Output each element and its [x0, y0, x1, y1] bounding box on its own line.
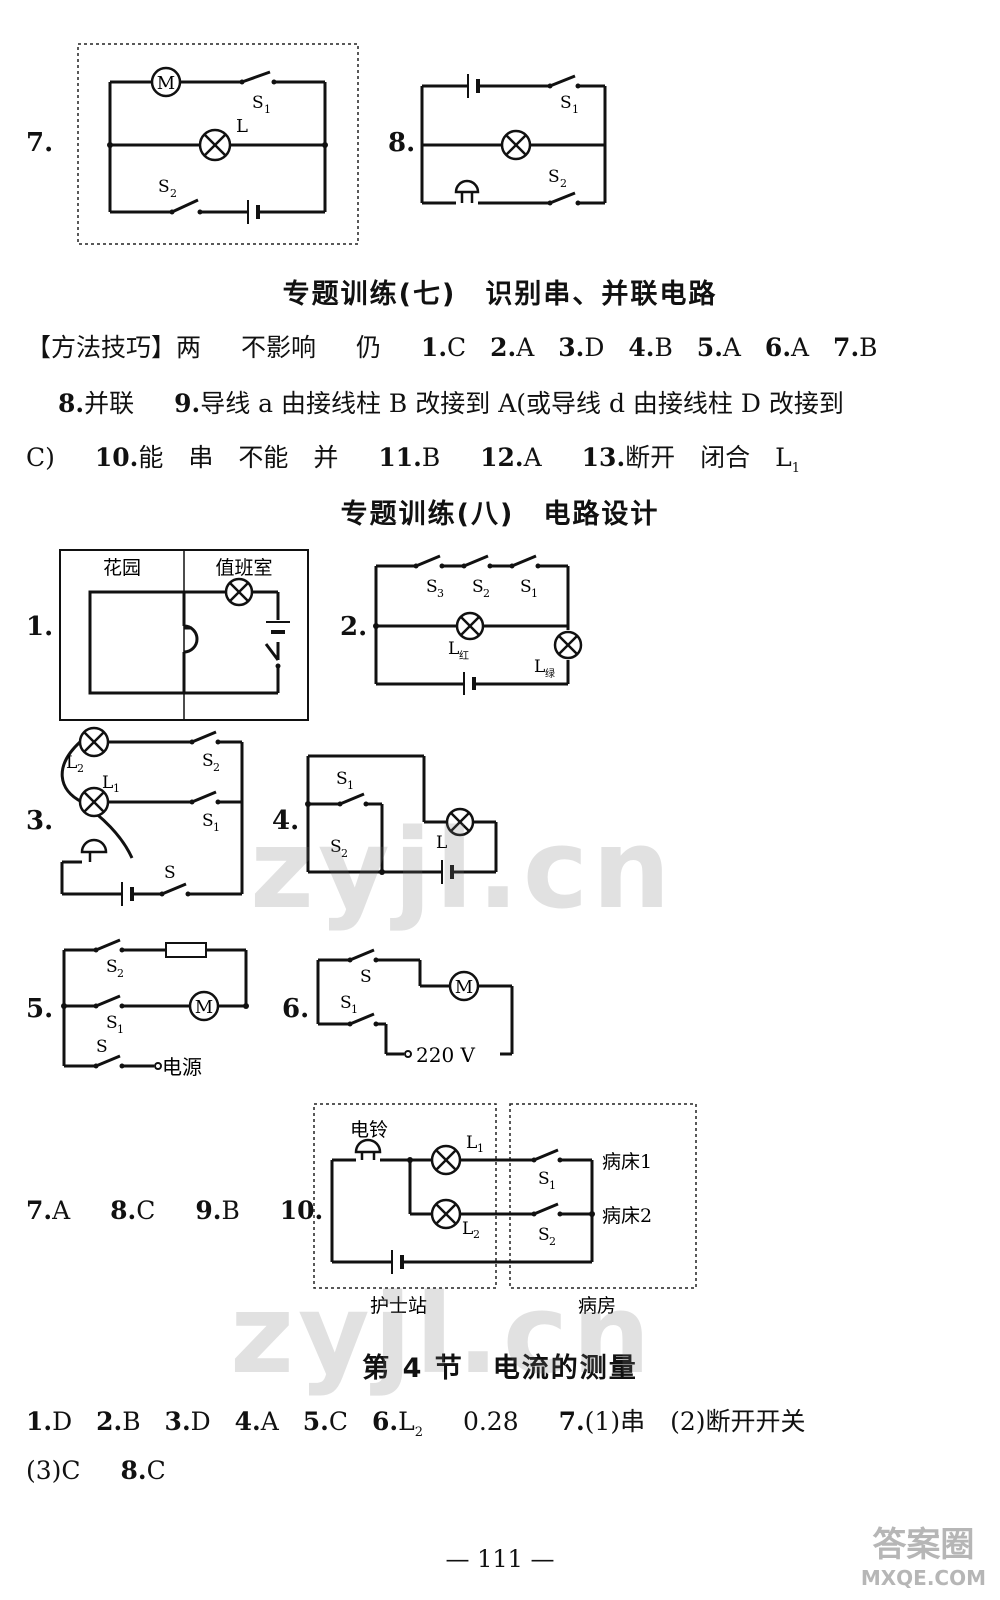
- svg-text:S: S: [202, 811, 214, 831]
- svg-text:S: S: [472, 577, 484, 597]
- svg-text:S: S: [336, 769, 348, 789]
- svg-text:S: S: [560, 93, 572, 113]
- svg-text:2: 2: [170, 187, 177, 200]
- svg-text:2: 2: [560, 177, 567, 190]
- svg-text:S: S: [252, 93, 264, 113]
- svg-text:2: 2: [473, 1228, 480, 1241]
- answer-line-s4-1: 1.D 2.B 3.D 4.A 5.C 6.L2 0.28 7.(1)串 (2)…: [26, 1407, 806, 1440]
- svg-text:绿: 绿: [545, 667, 555, 680]
- circuit-diagram-1: 花园 值班室: [59, 549, 309, 721]
- svg-text:S: S: [548, 167, 560, 187]
- question-number-4: 4.: [272, 806, 300, 836]
- answer-line-3: C) 10.能 串 不能 并 11.B 12.A 13.断开 闭合 L1: [26, 443, 801, 476]
- svg-text:电铃: 电铃: [350, 1119, 388, 1141]
- svg-text:L: L: [534, 657, 545, 677]
- svg-text:病房: 病房: [578, 1295, 616, 1317]
- svg-text:值班室: 值班室: [215, 557, 272, 579]
- question-number-3: 3.: [26, 806, 54, 836]
- svg-text:2: 2: [341, 847, 348, 860]
- circuit-diagram-q8-top: S 1 S 2: [420, 74, 607, 206]
- question-number-2: 2.: [340, 612, 368, 642]
- svg-text:电源: 电源: [162, 1055, 202, 1079]
- answer-line-7-9: 7.A 8.C 9.B 10.: [26, 1196, 324, 1225]
- svg-text:2: 2: [213, 761, 220, 774]
- svg-text:S: S: [202, 751, 214, 771]
- svg-text:2: 2: [117, 967, 124, 980]
- svg-text:1: 1: [477, 1142, 484, 1155]
- svg-text:2: 2: [549, 1235, 556, 1248]
- svg-text:S: S: [106, 1013, 118, 1033]
- svg-text:L: L: [66, 753, 77, 773]
- answer-line-2: 8.并联 9.导线 a 由接线柱 B 改接到 A(或导线 d 由接线柱 D 改接…: [58, 389, 844, 418]
- svg-text:L: L: [466, 1133, 477, 1153]
- svg-text:S: S: [96, 1037, 108, 1057]
- svg-text:1: 1: [549, 1179, 556, 1192]
- answer-line-s4-2: (3)C 8.C: [26, 1456, 166, 1485]
- svg-text:1: 1: [113, 782, 120, 795]
- svg-text:S: S: [106, 957, 118, 977]
- svg-text:1: 1: [351, 1003, 358, 1016]
- method-tag: 【方法技巧】: [26, 333, 177, 362]
- question-number-6: 6.: [282, 994, 310, 1024]
- svg-text:护士站: 护士站: [370, 1295, 427, 1317]
- svg-text:1: 1: [117, 1023, 124, 1036]
- question-number-5: 5.: [26, 994, 54, 1024]
- svg-text:M: M: [195, 997, 213, 1018]
- svg-text:3: 3: [437, 587, 444, 600]
- svg-text:1: 1: [213, 821, 220, 834]
- svg-text:1: 1: [347, 779, 354, 792]
- section-title-4: 第 4 节 电流的测量: [362, 1353, 638, 1384]
- svg-text:S: S: [330, 837, 342, 857]
- svg-text:S: S: [340, 993, 352, 1013]
- svg-text:1: 1: [264, 103, 271, 116]
- question-number-1: 1.: [26, 612, 54, 642]
- svg-text:220 V: 220 V: [416, 1043, 476, 1066]
- svg-text:L: L: [448, 639, 459, 659]
- svg-text:S: S: [538, 1225, 550, 1245]
- svg-text:S: S: [426, 577, 438, 597]
- svg-text:1: 1: [531, 587, 538, 600]
- svg-text:S: S: [158, 177, 170, 197]
- svg-text:1: 1: [572, 103, 579, 116]
- svg-text:红: 红: [459, 649, 469, 662]
- answer-line-1: 【方法技巧】两 不影响 仍 1.C 2.A 3.D 4.B 5.A 6.A 7.…: [26, 333, 878, 362]
- bell-icon: [454, 179, 480, 194]
- svg-text:L: L: [102, 773, 113, 793]
- corner-logo: 答案圈 MXQE.COM: [860, 1525, 986, 1590]
- svg-text:M: M: [157, 73, 175, 94]
- svg-text:S: S: [164, 863, 176, 883]
- circuit-diagram-q7-top: M L S 1 S 2: [77, 43, 359, 245]
- svg-text:L: L: [236, 116, 248, 137]
- watermark-2: zyjl.cn: [230, 1270, 655, 1398]
- page-number: — 111 —: [445, 1545, 555, 1573]
- svg-text:L: L: [462, 1219, 473, 1239]
- svg-text:M: M: [455, 977, 473, 998]
- svg-text:花园: 花园: [103, 557, 141, 579]
- svg-text:2: 2: [77, 762, 84, 775]
- svg-text:2: 2: [483, 587, 490, 600]
- svg-text:L: L: [436, 833, 447, 853]
- watermark-1: zyjl.cn: [250, 805, 675, 933]
- section-title-7: 专题训练(七) 识别串、并联电路: [282, 279, 718, 310]
- motor-icon: [150, 66, 182, 98]
- question-number-7-top: 7.: [26, 128, 54, 158]
- svg-text:病床2: 病床2: [602, 1205, 652, 1227]
- svg-text:病床1: 病床1: [602, 1151, 652, 1173]
- svg-text:S: S: [520, 577, 532, 597]
- svg-text:S: S: [538, 1169, 550, 1189]
- question-number-8-top: 8.: [388, 128, 416, 158]
- section-title-8: 专题训练(八) 电路设计: [340, 499, 660, 530]
- svg-text:S: S: [360, 967, 372, 987]
